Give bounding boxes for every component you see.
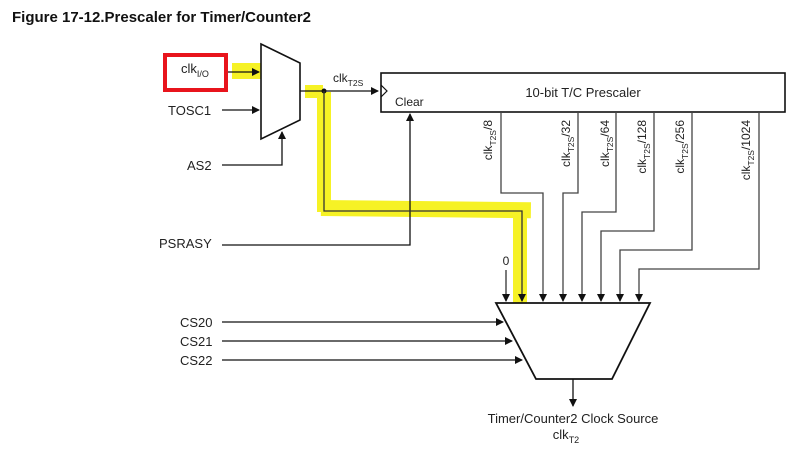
output-wire-1024: [635, 112, 760, 302]
prescaler-output-label: clkT2S/128: [635, 120, 652, 174]
clk-t2s-direct-wire: [323, 91, 526, 302]
clear-label: Clear: [395, 95, 424, 109]
output-wire-256: [616, 112, 693, 302]
prescaler-output-label: clkT2S/256: [673, 120, 690, 174]
clk-io-annotation-box: [163, 53, 228, 92]
cs21-label: CS21: [180, 334, 213, 349]
output-wire-8: [500, 112, 547, 302]
cs22-label: CS22: [180, 353, 213, 368]
output-wire-32: [559, 112, 579, 302]
psrasy-wire: [222, 113, 414, 246]
prescaler-output-label: clkT2S/32: [559, 120, 576, 167]
output-wire-128: [597, 112, 655, 302]
prescaler-output-label: clkT2S/8: [481, 120, 498, 161]
clock-input-triangle-icon: [380, 84, 388, 98]
tosc1-label: TOSC1: [168, 103, 211, 118]
prescaler-output-label: clkT2S/64: [598, 120, 615, 167]
clock-select-mux: [494, 302, 652, 380]
zero-input-label: 0: [503, 254, 510, 268]
prescaler-label: 10-bit T/C Prescaler: [525, 85, 641, 100]
psrasy-label: PSRASY: [159, 236, 212, 251]
cs20-label: CS20: [180, 315, 213, 330]
as2-wire: [222, 131, 286, 166]
clk-t2-label: clkT2: [553, 427, 579, 445]
clk-io-label: clkI/O: [181, 61, 209, 79]
prescaler-output-label: clkT2S/1024: [739, 120, 756, 181]
prescaler-output-wires: [500, 112, 760, 302]
as2-label: AS2: [187, 158, 212, 173]
prescaler-block: [380, 72, 786, 113]
figure-title: Figure 17-12.Prescaler for Timer/Counter…: [12, 9, 312, 26]
output-wire-64: [578, 112, 617, 302]
clk-t2s-label: clkT2S: [333, 71, 364, 88]
output-label: Timer/Counter2 Clock Source: [488, 411, 659, 426]
clock-source-mux: [260, 42, 301, 141]
